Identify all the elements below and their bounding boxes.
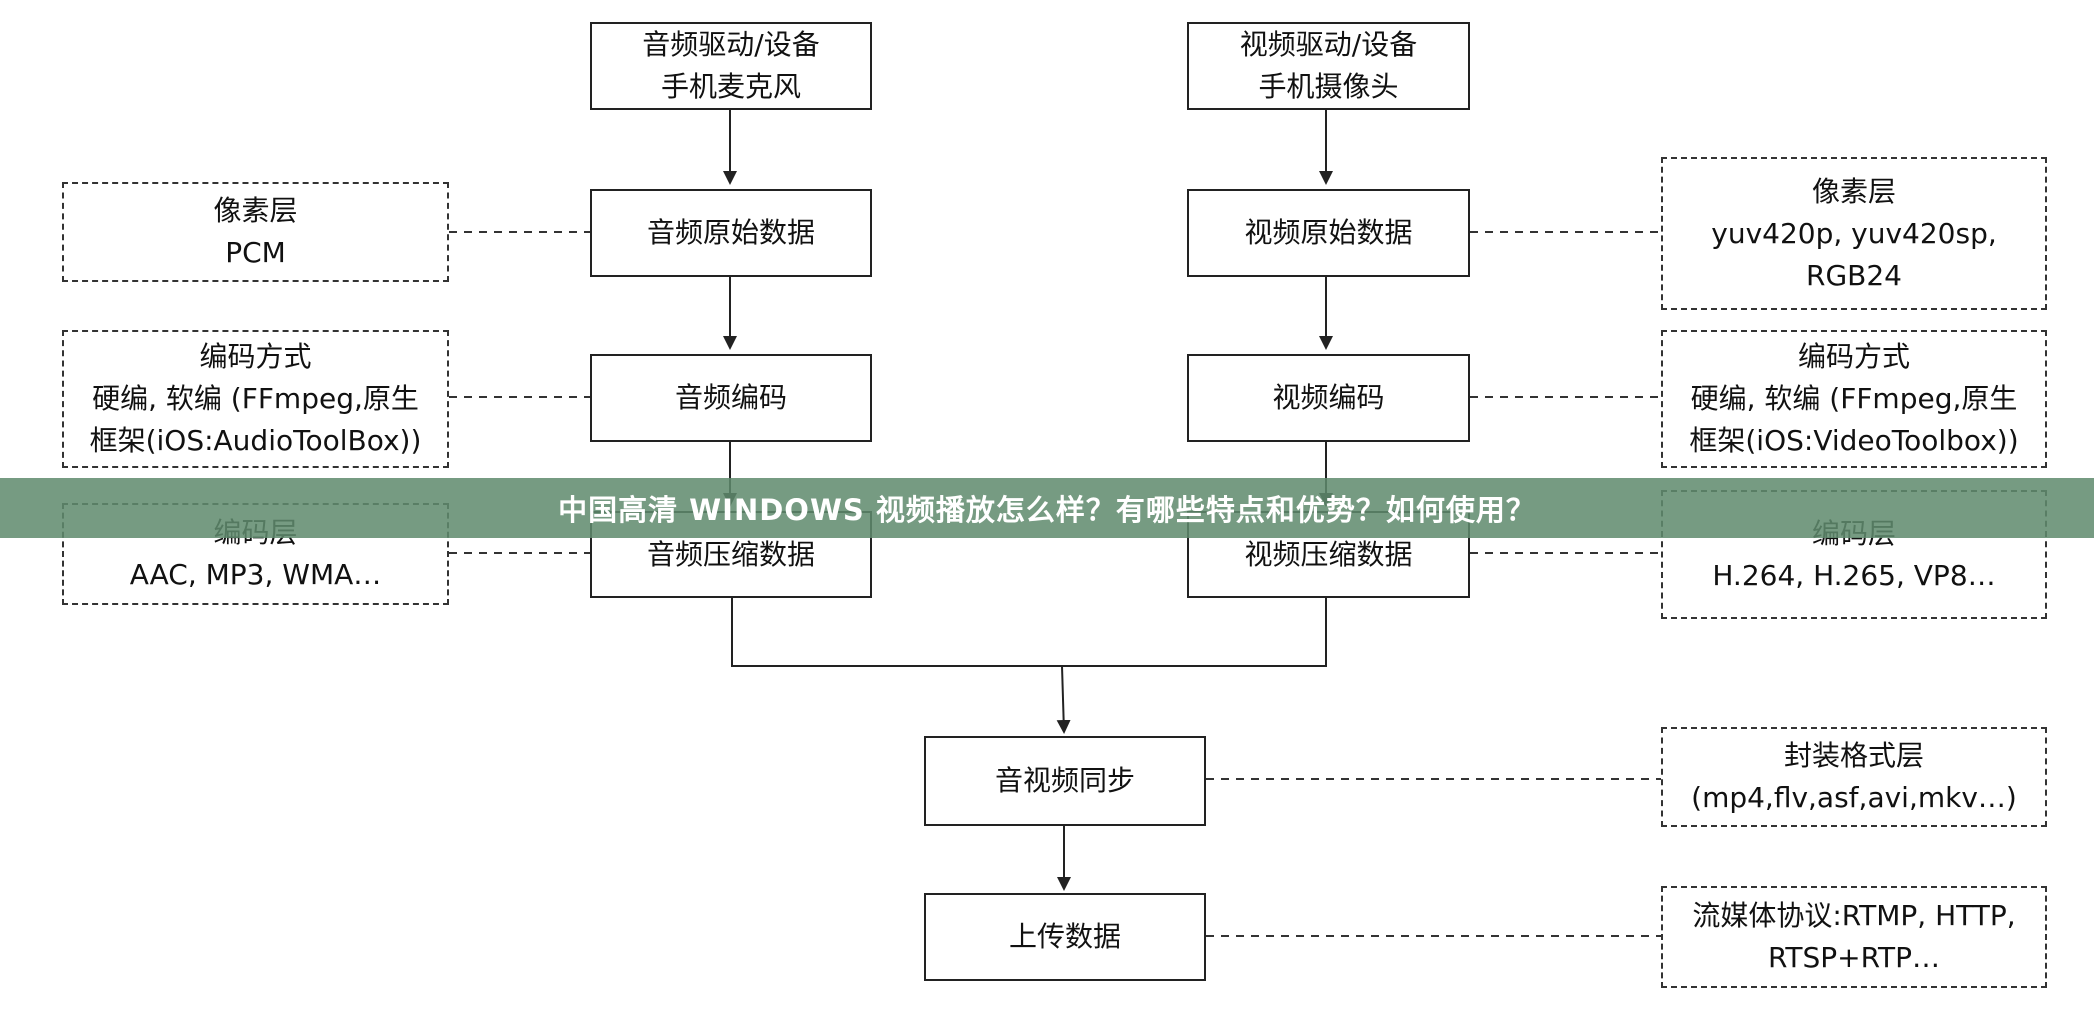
audio-raw-box: 音频原始数据 <box>590 189 872 277</box>
note-audio-codec-line2: AAC, MP3, WMA… <box>129 558 382 591</box>
arrow-merge-to-sync <box>1056 665 1071 734</box>
note-protocol-line1: 流媒体协议:RTMP, HTTP, <box>1692 899 2016 932</box>
note-video-encoding: 编码方式 硬编, 软编 (FFmpeg,原生 框架(iOS:VideoToolb… <box>1661 330 2047 468</box>
audio-device-box: 音频驱动/设备 手机麦克风 <box>590 22 872 110</box>
audio-device-line2: 手机麦克风 <box>660 70 801 103</box>
video-device-box: 视频驱动/设备 手机摄像头 <box>1187 22 1470 110</box>
note-audio-encoding-line3: 框架(iOS:AudioToolBox)) <box>89 424 422 457</box>
upload-label: 上传数据 <box>1008 920 1121 953</box>
audio-device-line1: 音频驱动/设备 <box>642 28 820 61</box>
video-raw-box: 视频原始数据 <box>1187 189 1470 277</box>
note-container: 封装格式层 (mp4,flv,asf,avi,mkv…) <box>1661 727 2047 827</box>
note-audio-encoding-line2: 硬编, 软编 (FFmpeg,原生 <box>92 382 419 415</box>
note-video-pixel: 像素层 yuv420p, yuv420sp, RGB24 <box>1661 157 2047 310</box>
note-video-encoding-line2: 硬编, 软编 (FFmpeg,原生 <box>1690 382 2018 415</box>
video-raw-label: 视频原始数据 <box>1244 216 1413 249</box>
audio-encode-label: 音频编码 <box>674 381 787 414</box>
banner-title: 中国高清 WINDOWS 视频播放怎么样？有哪些特点和优势？如何使用？ <box>558 493 1536 527</box>
sync-box: 音视频同步 <box>924 736 1206 826</box>
note-protocol: 流媒体协议:RTMP, HTTP, RTSP+RTP… <box>1661 886 2047 988</box>
note-audio-pixel-line2: PCM <box>225 236 286 269</box>
note-video-pixel-line3: RGB24 <box>1806 258 1902 292</box>
video-encode-label: 视频编码 <box>1272 381 1385 414</box>
note-audio-encoding: 编码方式 硬编, 软编 (FFmpeg,原生 框架(iOS:AudioToolB… <box>62 330 449 468</box>
connector-merge <box>731 598 1327 667</box>
note-container-line1: 封装格式层 <box>1783 739 1924 772</box>
note-video-pixel-line1: 像素层 <box>1811 174 1896 208</box>
note-video-codec-line2: H.264, H.265, VP8… <box>1712 558 1996 592</box>
audio-raw-label: 音频原始数据 <box>646 216 815 249</box>
title-banner: 中国高清 WINDOWS 视频播放怎么样？有哪些特点和优势？如何使用？ <box>0 478 2094 538</box>
audio-encode-box: 音频编码 <box>590 354 872 442</box>
note-video-encoding-line1: 编码方式 <box>1797 340 1910 373</box>
video-encode-box: 视频编码 <box>1187 354 1470 442</box>
note-protocol-line2: RTSP+RTP… <box>1767 941 1941 974</box>
note-audio-encoding-line1: 编码方式 <box>199 340 312 373</box>
sync-label: 音视频同步 <box>994 764 1135 797</box>
note-audio-pixel: 像素层 PCM <box>62 182 449 282</box>
upload-box: 上传数据 <box>924 893 1206 981</box>
note-video-pixel-line2: yuv420p, yuv420sp, <box>1711 216 1997 250</box>
note-container-line2: (mp4,flv,asf,avi,mkv…) <box>1691 781 2017 814</box>
video-compressed-label: 视频压缩数据 <box>1244 537 1413 571</box>
audio-compressed-label: 音频压缩数据 <box>646 537 815 571</box>
note-video-encoding-line3: 框架(iOS:VideoToolbox)) <box>1689 424 2019 457</box>
note-audio-pixel-line1: 像素层 <box>213 194 298 227</box>
video-device-line1: 视频驱动/设备 <box>1239 28 1418 61</box>
video-device-line2: 手机摄像头 <box>1258 70 1399 103</box>
